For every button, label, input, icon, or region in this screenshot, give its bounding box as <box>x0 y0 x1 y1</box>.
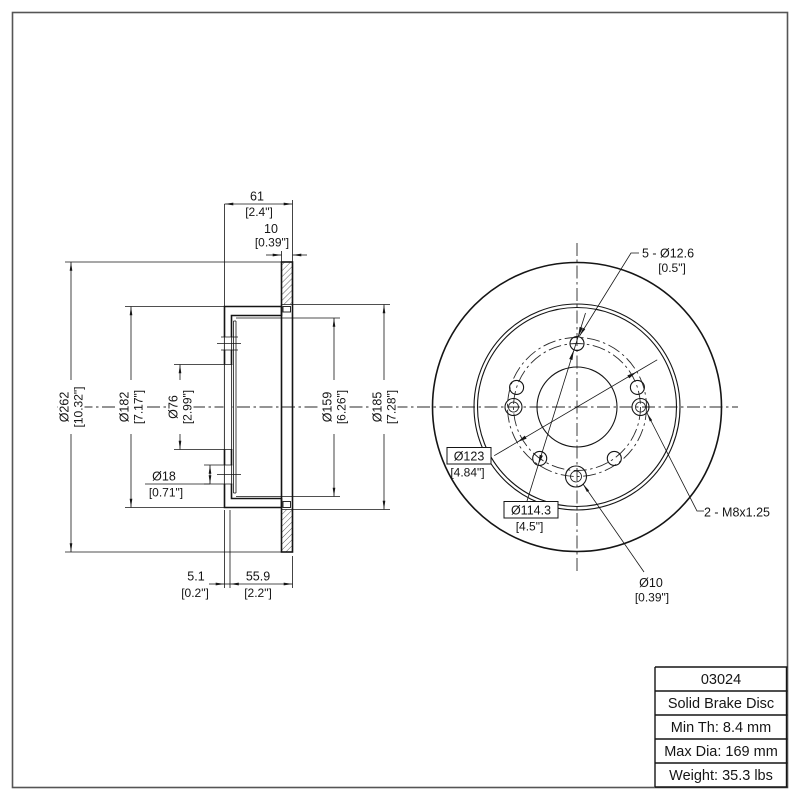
page-border <box>11 11 789 789</box>
thread-hole <box>631 397 650 417</box>
label-thread-holes: 2 - M8x1.25 <box>704 506 770 520</box>
label-outer-bolt-circle-mm: Ø123 <box>454 450 485 464</box>
titleblock-part-number: 03024 <box>701 672 741 688</box>
outer-bolt-circle-label-box <box>446 447 492 465</box>
top-notch <box>282 306 291 313</box>
dim-hole-diameter-in: [0.71"] <box>149 486 183 500</box>
thread-hole-minor <box>635 401 646 413</box>
label-screw-hole-mm: Ø10 <box>639 576 663 590</box>
dim-thickness-in: [0.39"] <box>255 236 289 250</box>
bolt-circle-label-box <box>503 501 559 519</box>
dim-contact-diameter-mm: Ø185 <box>371 392 385 423</box>
dim-thickness-mm: 10 <box>264 222 278 236</box>
bottom-notch <box>282 501 291 508</box>
label-lug-holes-in: [0.5"] <box>658 261 686 275</box>
dim-hole-diameter-mm: Ø18 <box>152 470 176 484</box>
dim-depth-mm: 55.9 <box>246 570 270 584</box>
lug-hole <box>569 335 585 352</box>
lug-hole <box>509 379 525 395</box>
dim-outer-diameter-in: [10.32"] <box>72 387 86 428</box>
lug-hole <box>606 450 622 466</box>
outer-bolt-circle <box>507 337 647 477</box>
dim-face-offset-mm: 5.1 <box>187 570 204 584</box>
dim-inner-diameter-mm: Ø159 <box>321 392 335 423</box>
lug-hole <box>532 450 548 466</box>
titleblock-product-type: Solid Brake Disc <box>668 696 774 712</box>
bolt-circle <box>513 343 641 471</box>
label-lug-holes-mm: 5 - Ø12.6 <box>642 247 694 261</box>
thread-hole-minor <box>508 401 519 413</box>
lug-hole <box>629 379 645 395</box>
disc-outer-edge <box>431 261 723 553</box>
hat-edge <box>476 306 678 508</box>
titleblock-weight: Weight: 35.3 lbs <box>669 768 773 784</box>
section-view: Ø262 [10.32"] Ø182 [7.17"] Ø76 [2.99"] Ø… <box>57 190 399 600</box>
screw-hole-spotface <box>564 465 588 488</box>
label-bolt-circle-mm: Ø114.3 <box>511 504 551 518</box>
dim-hat-diameter-in: [7.17"] <box>132 390 146 424</box>
titleblock-min-thickness: Min Th: 8.4 mm <box>671 720 771 736</box>
center-bore-cut <box>223 364 233 450</box>
center-bore <box>536 366 618 448</box>
dim-contact-diameter-in: [7.28"] <box>385 390 399 424</box>
dim-face-offset-in: [0.2"] <box>181 586 209 600</box>
thread-hole <box>504 397 523 417</box>
dim-overall-width-in: [2.4"] <box>245 205 273 219</box>
dim-bore-diameter-in: [2.99"] <box>181 390 195 424</box>
label-screw-hole-in: [0.39"] <box>635 591 669 605</box>
screw-hole <box>570 470 582 483</box>
label-bolt-circle-in: [4.5"] <box>516 520 544 534</box>
dim-overall-width-mm: 61 <box>250 190 264 204</box>
front-view: 5 - Ø12.6 [0.5"] Ø123 [4.84"] Ø114.3 [4.… <box>431 247 770 605</box>
braking-band-inner-edge <box>473 303 681 511</box>
titleblock-max-diameter: Max Dia: 169 mm <box>664 744 778 760</box>
dim-hat-diameter-mm: Ø182 <box>118 392 132 423</box>
dim-outer-diameter-mm: Ø262 <box>58 392 72 423</box>
label-outer-bolt-circle-in: [4.84"] <box>450 466 484 480</box>
dim-depth-in: [2.2"] <box>244 586 272 600</box>
title-block: 03024 Solid Brake Disc Min Th: 8.4 mm Ma… <box>654 666 788 788</box>
dim-bore-diameter-mm: Ø76 <box>167 395 181 419</box>
dim-inner-diameter-in: [6.26"] <box>335 390 349 424</box>
